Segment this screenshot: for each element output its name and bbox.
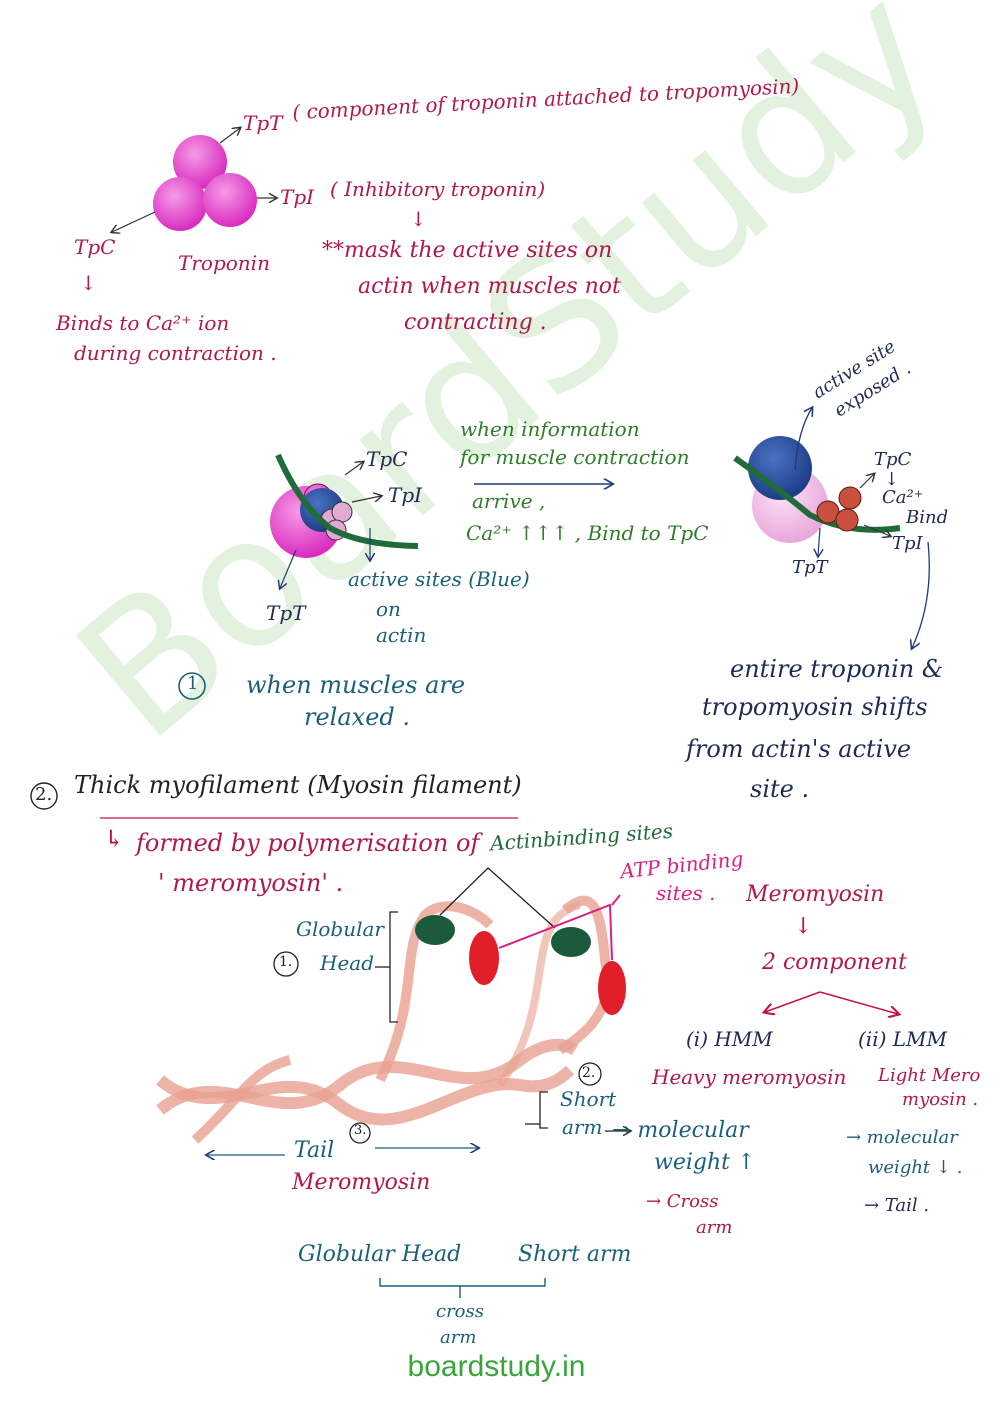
- crossarm-arm: Short arm: [518, 1242, 632, 1267]
- short-arm-number: 2.: [582, 1065, 596, 1081]
- tpi-label: TpI: [280, 185, 315, 209]
- relaxed-tpi: TpI: [388, 483, 423, 507]
- lmm-weight-line2: weight ↓ .: [868, 1157, 963, 1178]
- tpi-note-line1: **mask the active sites on: [322, 238, 613, 263]
- info-line2: for muscle contraction: [460, 445, 690, 469]
- section-number: 2.: [35, 784, 53, 805]
- lmm-label: (ii) LMM: [858, 1027, 947, 1051]
- formed-line1: formed by polymerisation of: [136, 829, 480, 857]
- contracted-diagram: [733, 408, 930, 648]
- shift-line3: from actin's active: [686, 735, 912, 763]
- formed-arrow: ↳: [104, 825, 125, 853]
- head-number: 1.: [279, 954, 293, 970]
- contracted-tpt: TpT: [792, 557, 828, 578]
- tpi-arrow: ↓: [410, 207, 427, 231]
- relaxed-tpt: TpT: [266, 601, 306, 625]
- globular-head-line2: Head: [320, 951, 375, 975]
- info-line1: when information: [460, 417, 640, 441]
- section-number-circle: [30, 782, 58, 810]
- contracted-tpc: TpC: [874, 449, 912, 470]
- hmm-name: Heavy meromyosin: [652, 1065, 847, 1089]
- lmm-line1: Light Mero: [878, 1065, 981, 1086]
- crossarm-bracket: [379, 1278, 546, 1298]
- relaxed-diagram: [178, 453, 419, 700]
- crossarm-head: Globular Head: [298, 1242, 462, 1267]
- myosin-molecule: [156, 867, 630, 1155]
- lmm-tail: → Tail .: [864, 1195, 930, 1216]
- tpi-note-line3: contracting .: [404, 310, 547, 335]
- tail-label: Tail: [294, 1138, 335, 1163]
- active-sites-line2: on: [376, 597, 401, 621]
- globular-head-line1: Globular: [296, 917, 384, 941]
- tpc-note-line1: Binds to Ca²⁺ ion: [56, 311, 230, 335]
- shift-line1: entire troponin &: [730, 655, 944, 683]
- relaxed-caption-line1: when muscles are: [246, 671, 466, 699]
- meromyosin-split: [765, 991, 898, 1014]
- hmm-weight-line1: → molecular: [612, 1118, 749, 1143]
- info-line4: Ca²⁺ ↑↑↑ , Bind to TpC: [466, 521, 709, 545]
- tail-number: 3.: [354, 1123, 367, 1138]
- crossarm-line2: arm: [440, 1327, 477, 1348]
- atp-binding-line2: sites .: [656, 881, 716, 905]
- troponin-complex: [112, 128, 276, 232]
- shift-line2: tropomyosin shifts: [702, 693, 928, 721]
- formed-line2: ' meromyosin' .: [158, 869, 344, 897]
- meromyosin-arrow: ↓: [794, 914, 813, 939]
- contracted-ca: Ca²⁺: [882, 487, 924, 508]
- hmm-label: (i) HMM: [686, 1027, 773, 1051]
- hmm-cross-line2: arm: [696, 1217, 733, 1238]
- shift-line4: site .: [750, 775, 810, 803]
- short-arm-line1: Short: [560, 1087, 617, 1111]
- tail-meromyosin: Meromyosin: [292, 1170, 431, 1195]
- hmm-weight-line2: weight ↑: [654, 1150, 756, 1175]
- meromyosin-title: Meromyosin: [746, 882, 885, 907]
- footer-url: boardstudy.in: [407, 1350, 586, 1383]
- troponin-name: Troponin: [178, 251, 270, 275]
- tpi-note-line2: actin when muscles not: [358, 274, 621, 299]
- lmm-line2: myosin .: [902, 1089, 979, 1110]
- relaxed-caption-line2: relaxed .: [304, 703, 411, 731]
- info-line3: arrive ,: [472, 489, 546, 513]
- active-sites-line1: active sites (Blue): [348, 567, 530, 591]
- relaxed-tpc: TpC: [366, 447, 408, 471]
- short-arm-line2: arm: [562, 1115, 603, 1139]
- tpc-label: TpC: [74, 235, 116, 259]
- thick-title: Thick myofilament (Myosin filament): [74, 771, 522, 799]
- contracted-bind: Bind: [906, 507, 949, 528]
- lmm-weight-line1: → molecular: [846, 1127, 958, 1148]
- tpc-note-line2: during contraction .: [74, 341, 277, 365]
- crossarm-line1: cross: [436, 1301, 484, 1322]
- tpi-description: ( Inhibitory troponin): [330, 177, 546, 201]
- contracted-tpc-arrow: ↓: [884, 469, 900, 490]
- tpt-label: TpT: [243, 111, 283, 135]
- contracted-tpi: TpI: [892, 533, 923, 554]
- hmm-cross-line1: → Cross: [646, 1191, 719, 1212]
- two-component: 2 component: [762, 950, 907, 975]
- tpc-arrow: ↓: [80, 271, 97, 295]
- active-sites-line3: actin: [376, 623, 427, 647]
- relaxed-number: 1: [187, 673, 199, 694]
